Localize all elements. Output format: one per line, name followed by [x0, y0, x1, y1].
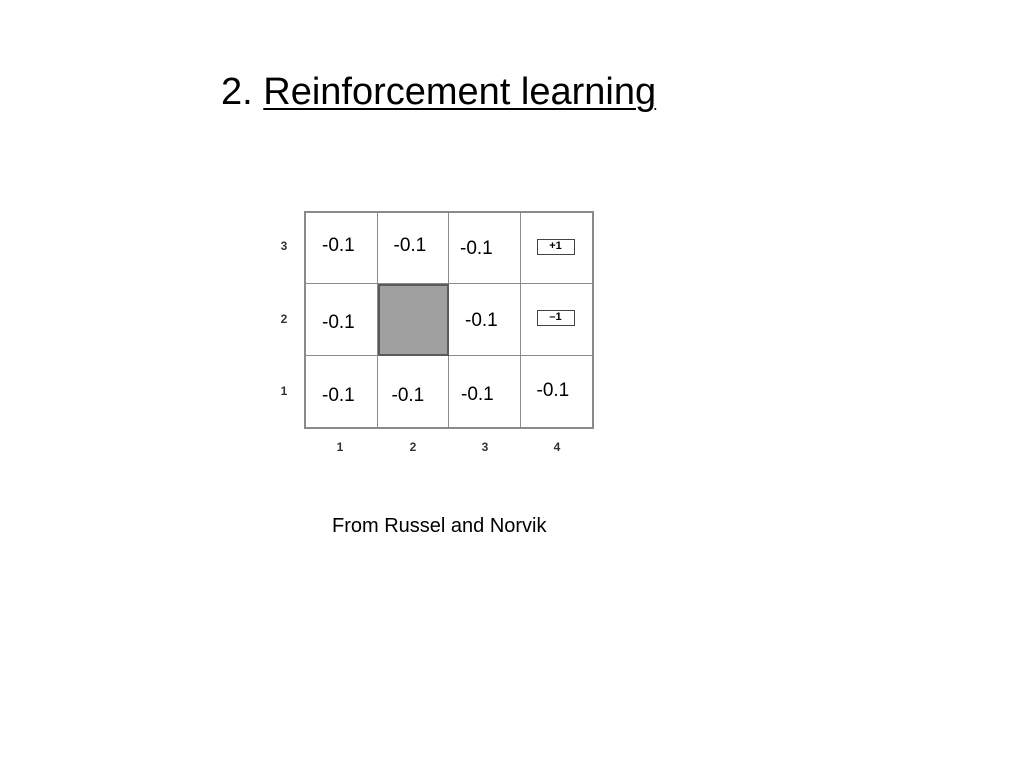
- grid-cell-r2c1: -0.1: [306, 284, 378, 356]
- grid-cell-r3c2: -0.1: [377, 213, 449, 285]
- obstacle-cell: [377, 284, 449, 356]
- reward-label: -0.1: [536, 379, 570, 401]
- row-label-3: 3: [280, 239, 288, 253]
- reward-label: -0.1: [461, 383, 494, 405]
- grid-cell-r2c3: -0.1: [449, 284, 521, 356]
- grid-cell-r2c4: –1: [520, 284, 592, 356]
- grid-world: -0.1 -0.1 -0.1 +1 -0.1 -0.1 –1 -0.1 -0.1…: [304, 211, 594, 429]
- grid-cell-r3c1: -0.1: [306, 213, 378, 285]
- column-label-2: 2: [409, 440, 417, 454]
- reward-label: -0.1: [465, 310, 498, 332]
- reward-label: -0.1: [322, 235, 355, 256]
- slide-title: 2. Reinforcement learning: [221, 68, 656, 116]
- reward-label: -0.1: [393, 235, 427, 256]
- reward-label: -0.1: [322, 312, 355, 334]
- column-label-4: 4: [553, 440, 561, 454]
- reward-label: -0.1: [391, 384, 425, 406]
- grid-cell-r3c4: +1: [520, 213, 592, 285]
- grid-cell-r1c1: -0.1: [306, 355, 378, 427]
- grid-cell-r1c4: -0.1: [521, 356, 593, 427]
- slide-title-text: Reinforcement learning: [263, 71, 657, 113]
- grid-cell-r3c3: -0.1: [449, 213, 521, 285]
- row-label-1: 1: [280, 384, 288, 398]
- terminal-positive-box: +1: [536, 239, 575, 255]
- source-caption: From Russel and Norvik: [332, 515, 547, 537]
- grid-cell-r1c2: -0.1: [378, 355, 449, 427]
- slide-number: 2.: [221, 71, 253, 113]
- terminal-negative-box: –1: [536, 310, 575, 327]
- column-label-1: 1: [336, 440, 344, 454]
- reward-label: -0.1: [322, 384, 355, 406]
- reward-label: -0.1: [460, 238, 493, 259]
- row-label-2: 2: [280, 312, 288, 326]
- column-label-3: 3: [481, 440, 489, 454]
- grid-cell-r1c3: -0.1: [449, 355, 521, 427]
